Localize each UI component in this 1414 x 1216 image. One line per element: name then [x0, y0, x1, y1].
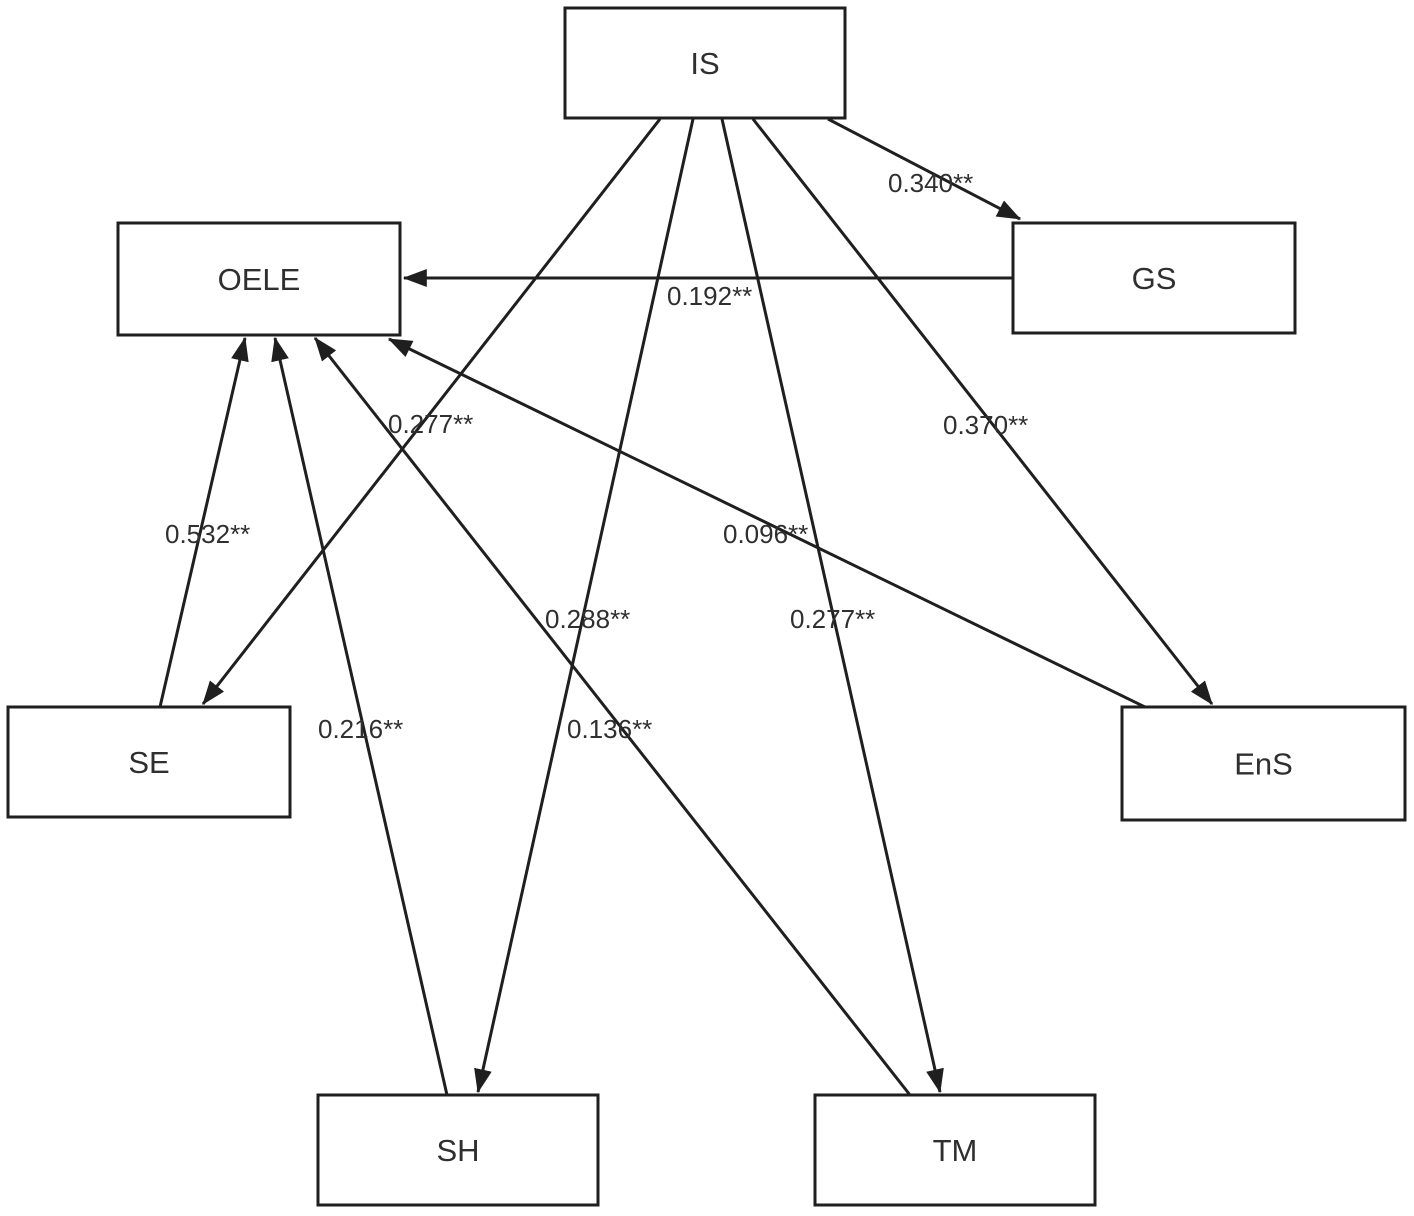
- node-EnS-box: [1120, 705, 1407, 822]
- node-SE-box: [6, 705, 292, 819]
- edge-SH-to-OELE: [271, 336, 449, 1096]
- node-SE-label: SE: [128, 745, 169, 780]
- edge-label-IS-SH: 0.288**: [545, 604, 630, 634]
- edge-label-GS-OELE: 0.192**: [667, 281, 752, 311]
- nodes-layer: IS OELE GS SE EnS SH TM: [6, 6, 1407, 1207]
- node-OELE-label: OELE: [218, 262, 301, 297]
- edge-label-IS-TM: 0.277**: [790, 604, 875, 634]
- edge-IS-to-EnS: [751, 118, 1214, 705]
- node-IS-label: IS: [690, 46, 719, 81]
- node-GS-box: [1011, 221, 1297, 335]
- edges-layer: [158, 117, 1214, 1096]
- edge-label-IS-EnS: 0.370**: [943, 410, 1028, 440]
- node-TM-label: TM: [933, 1133, 978, 1168]
- node-SH-box: [316, 1093, 600, 1207]
- edge-label-SE-OELE: 0.532**: [165, 519, 250, 549]
- edge-TM-to-OELE: [313, 337, 912, 1096]
- node-OELE-box: [116, 221, 402, 337]
- node-EnS-label: EnS: [1234, 747, 1293, 782]
- edge-IS-to-SE: [201, 118, 662, 705]
- edge-SE-to-OELE: [158, 336, 249, 708]
- edge-label-EnS-OELE: 0.096**: [723, 519, 808, 549]
- edge-IS-to-TM: [720, 118, 944, 1094]
- edge-label-TM-OELE: 0.136**: [567, 714, 652, 744]
- edge-IS-to-SH: [474, 118, 695, 1094]
- edge-label-SH-OELE: 0.216**: [318, 714, 403, 744]
- edge-IS-to-GS: [827, 117, 1022, 221]
- node-TM-box: [813, 1093, 1097, 1207]
- edge-EnS-to-OELE: [387, 337, 1146, 709]
- edge-labels-layer: 0.340** 0.192** 0.277** 0.288** 0.277** 0.370…: [165, 168, 1028, 744]
- edge-label-IS-GS: 0.340**: [888, 168, 973, 198]
- node-SH-label: SH: [436, 1133, 479, 1168]
- node-GS-label: GS: [1132, 261, 1177, 296]
- edge-label-IS-SE: 0.277**: [388, 409, 473, 439]
- node-IS-box: [563, 6, 847, 120]
